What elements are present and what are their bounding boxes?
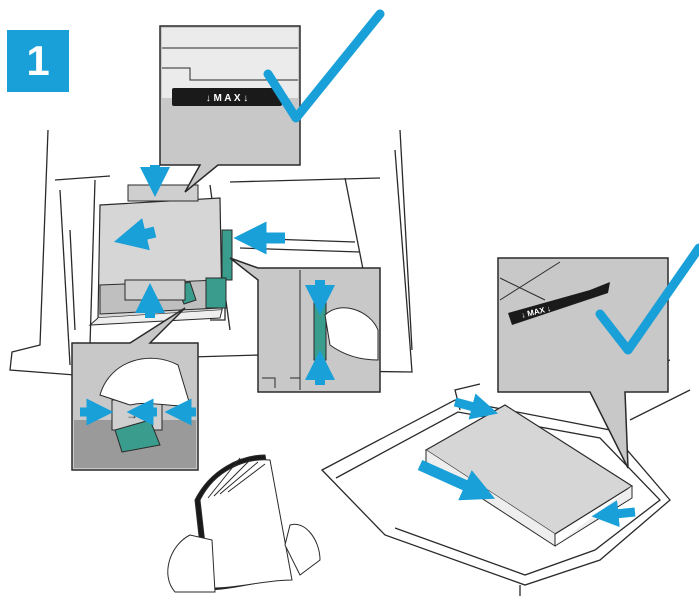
front-guide-lever <box>124 279 197 305</box>
paper-stack-tray <box>88 197 223 326</box>
bypass-insert-arrow <box>417 459 496 501</box>
front-guide-callout: → <box>71 307 199 471</box>
push-paper-arrow <box>113 218 157 251</box>
bypass-guide-arrow-bottom <box>591 500 636 528</box>
bypass-check-mark-icon <box>595 243 699 355</box>
max-fill-label: ↓ M A X ↓ <box>206 93 249 104</box>
check-mark-icon <box>263 9 385 123</box>
step-number-badge: 1 <box>7 30 69 92</box>
bypass-guide-arrow-top <box>453 393 499 420</box>
side-guide-lever <box>205 229 233 309</box>
side-guide-callout <box>229 257 381 393</box>
max-fill-callout: ↓ M A X ↓ <box>159 25 301 193</box>
bypass-max-callout: ↓ MAX ↓ <box>497 257 669 469</box>
fanned-paper-stack <box>167 454 321 593</box>
step-number: 1 <box>26 37 50 84</box>
guide-arrow-glyph: → <box>126 408 138 422</box>
